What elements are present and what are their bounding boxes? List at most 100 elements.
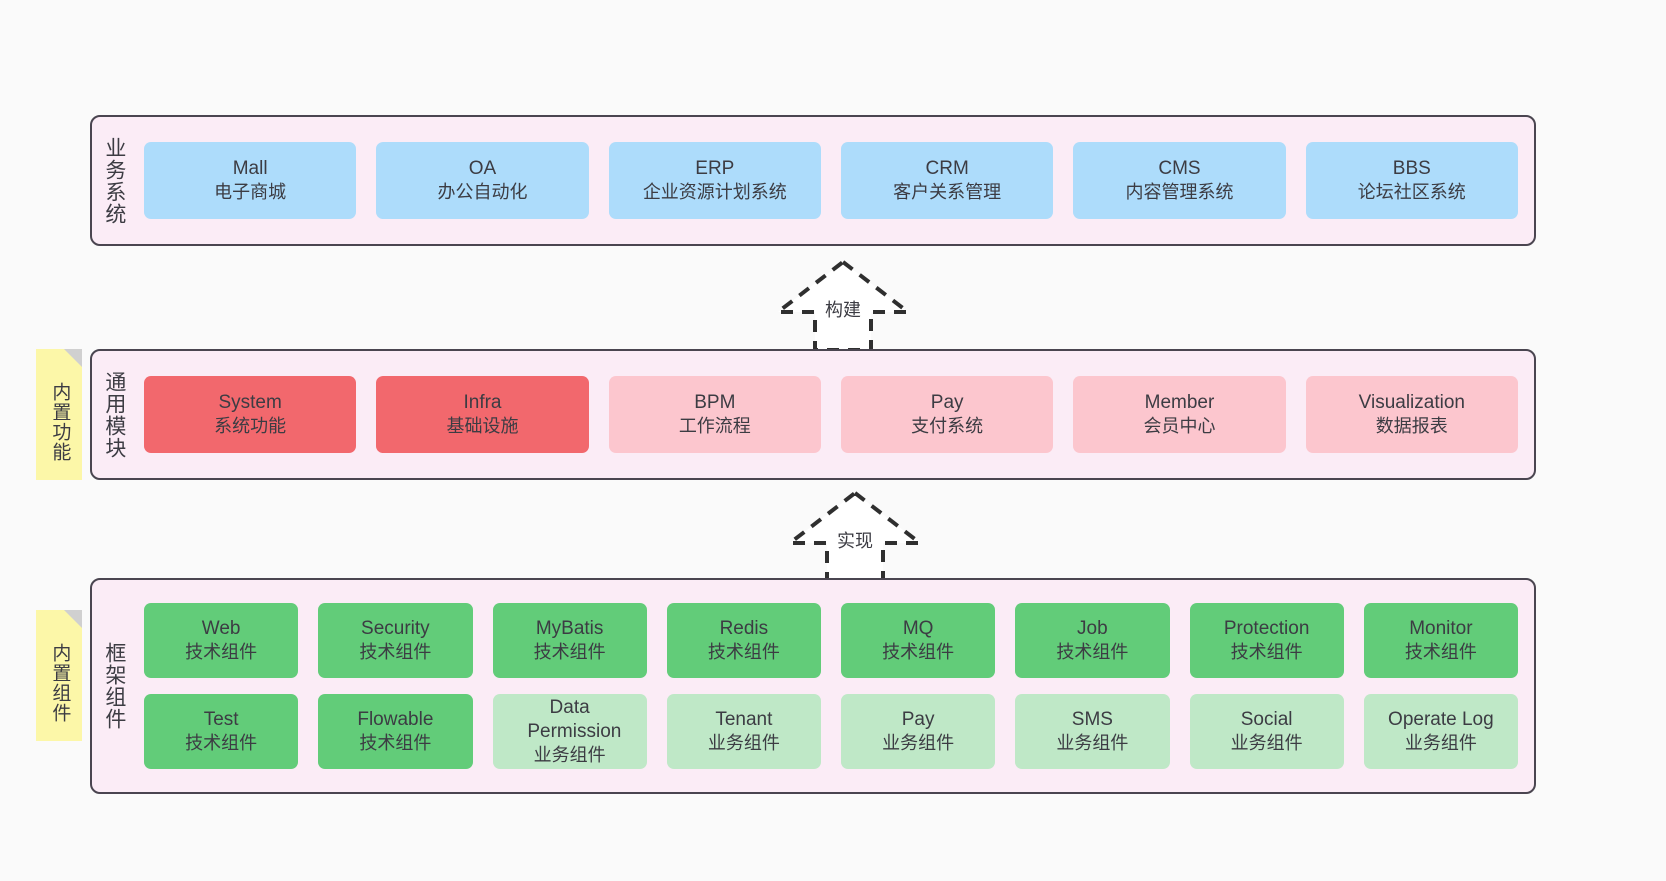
- card-flowable[interactable]: Flowable 技术组件: [318, 694, 473, 769]
- card-cms[interactable]: CMS 内容管理系统: [1073, 142, 1286, 219]
- card-visualization-en: Visualization: [1358, 392, 1465, 414]
- card-mq-cn: 技术组件: [882, 642, 955, 663]
- card-redis[interactable]: Redis 技术组件: [666, 603, 821, 678]
- card-bbs[interactable]: BBS 论坛社区系统: [1305, 142, 1518, 219]
- card-erp-cn: 企业资源计划系统: [642, 182, 787, 203]
- card-test[interactable]: Test 技术组件: [144, 694, 299, 769]
- card-tenant[interactable]: Tenant 业务组件: [666, 694, 821, 769]
- card-system[interactable]: System 系统功能: [144, 376, 357, 453]
- card-oa-en: OA: [468, 158, 497, 180]
- arrow-implement: 实现: [770, 489, 940, 585]
- card-mq-en: MQ: [902, 618, 934, 640]
- card-crm-cn: 客户关系管理: [893, 182, 1002, 203]
- card-visualization-cn: 数据报表: [1375, 416, 1448, 437]
- sticky-note-builtin-components: 内置组件: [36, 610, 82, 741]
- card-protection-cn: 技术组件: [1230, 642, 1303, 663]
- card-mall-en: Mall: [232, 158, 268, 180]
- layer-title-business-systems: 业务系统: [102, 136, 126, 225]
- card-data-permission-cn: 业务组件: [533, 745, 606, 766]
- framework-card-row-business: Test 技术组件 Flowable 技术组件 Data Permission …: [144, 694, 1518, 769]
- sticky-fold-icon: [64, 610, 82, 628]
- card-web[interactable]: Web 技术组件: [144, 603, 299, 678]
- card-protection-en: Protection: [1223, 618, 1310, 640]
- card-operate-log-en: Operate Log: [1388, 709, 1494, 731]
- layer-common-modules: 通用模块 System 系统功能 Infra 基础设施 BPM 工作流程 Pay…: [90, 349, 1536, 480]
- card-data-permission-en: Data Permission: [527, 697, 622, 743]
- card-system-cn: 系统功能: [214, 416, 287, 437]
- common-cards-container: System 系统功能 Infra 基础设施 BPM 工作流程 Pay 支付系统…: [136, 351, 1534, 478]
- card-security-cn: 技术组件: [359, 642, 432, 663]
- layer-business-systems: 业务系统 Mall 电子商城 OA 办公自动化 ERP 企业资源计划系统 CRM…: [90, 115, 1536, 246]
- card-cms-cn: 内容管理系统: [1125, 182, 1234, 203]
- card-test-en: Test: [203, 709, 239, 731]
- card-infra-cn: 基础设施: [446, 416, 519, 437]
- card-bbs-cn: 论坛社区系统: [1357, 182, 1466, 203]
- card-monitor-en: Monitor: [1409, 618, 1473, 640]
- card-member-cn: 会员中心: [1143, 416, 1216, 437]
- card-bpm-en: BPM: [694, 392, 736, 414]
- card-mall-cn: 电子商城: [214, 182, 287, 203]
- sticky-note-builtin-components-label: 内置组件: [49, 642, 71, 723]
- card-job[interactable]: Job 技术组件: [1015, 603, 1170, 678]
- card-flowable-en: Flowable: [357, 709, 434, 731]
- card-bpm[interactable]: BPM 工作流程: [608, 376, 821, 453]
- framework-cards-container: Web 技术组件 Security 技术组件 MyBatis 技术组件 Redi…: [136, 580, 1534, 792]
- card-member[interactable]: Member 会员中心: [1073, 376, 1286, 453]
- card-visualization[interactable]: Visualization 数据报表: [1305, 376, 1518, 453]
- business-cards-container: Mall 电子商城 OA 办公自动化 ERP 企业资源计划系统 CRM 客户关系…: [136, 117, 1534, 244]
- card-erp[interactable]: ERP 企业资源计划系统: [608, 142, 821, 219]
- business-card-row: Mall 电子商城 OA 办公自动化 ERP 企业资源计划系统 CRM 客户关系…: [144, 142, 1518, 219]
- card-cms-en: CMS: [1158, 158, 1201, 180]
- card-social[interactable]: Social 业务组件: [1189, 694, 1344, 769]
- card-monitor-cn: 技术组件: [1404, 642, 1477, 663]
- card-system-en: System: [218, 392, 282, 414]
- card-pay-component-cn: 业务组件: [882, 733, 955, 754]
- card-job-en: Job: [1077, 618, 1108, 640]
- card-sms-en: SMS: [1071, 709, 1113, 731]
- card-bbs-en: BBS: [1392, 158, 1431, 180]
- card-pay-module[interactable]: Pay 支付系统: [840, 376, 1054, 453]
- card-tenant-cn: 业务组件: [707, 733, 780, 754]
- card-sms[interactable]: SMS 业务组件: [1015, 694, 1170, 769]
- layer-framework-components: 框架组件 Web 技术组件 Security 技术组件 MyBatis 技术组件…: [90, 578, 1536, 794]
- card-sms-cn: 业务组件: [1056, 733, 1129, 754]
- card-pay-module-cn: 支付系统: [911, 416, 984, 437]
- layer-title-common-modules: 通用模块: [102, 370, 126, 459]
- layer-title-framework-components: 框架组件: [102, 642, 126, 730]
- card-erp-en: ERP: [695, 158, 735, 180]
- card-protection[interactable]: Protection 技术组件: [1189, 603, 1344, 678]
- card-oa-cn: 办公自动化: [437, 182, 528, 203]
- card-infra[interactable]: Infra 基础设施: [376, 376, 589, 453]
- card-test-cn: 技术组件: [185, 733, 258, 754]
- card-web-en: Web: [201, 618, 241, 640]
- card-social-en: Social: [1240, 709, 1293, 731]
- card-pay-component[interactable]: Pay 业务组件: [841, 694, 996, 769]
- card-operate-log-cn: 业务组件: [1404, 733, 1477, 754]
- card-security-en: Security: [361, 618, 430, 640]
- card-social-cn: 业务组件: [1230, 733, 1303, 754]
- card-operate-log[interactable]: Operate Log 业务组件: [1363, 694, 1518, 769]
- card-bpm-cn: 工作流程: [678, 416, 751, 437]
- card-crm[interactable]: CRM 客户关系管理: [840, 142, 1054, 219]
- card-flowable-cn: 技术组件: [359, 733, 432, 754]
- common-card-row: System 系统功能 Infra 基础设施 BPM 工作流程 Pay 支付系统…: [144, 376, 1518, 453]
- card-pay-component-en: Pay: [901, 709, 935, 731]
- card-monitor[interactable]: Monitor 技术组件: [1363, 603, 1518, 678]
- card-mq[interactable]: MQ 技术组件: [841, 603, 996, 678]
- card-mybatis-en: MyBatis: [535, 618, 604, 640]
- sticky-note-builtin-features-label: 内置功能: [49, 381, 71, 462]
- card-mybatis[interactable]: MyBatis 技术组件: [492, 603, 647, 678]
- card-data-permission[interactable]: Data Permission 业务组件: [492, 694, 647, 769]
- sticky-note-builtin-features: 内置功能: [36, 349, 82, 480]
- card-mybatis-cn: 技术组件: [533, 642, 606, 663]
- sticky-fold-icon: [64, 349, 82, 367]
- arrow-build: 构建: [758, 258, 928, 354]
- card-oa[interactable]: OA 办公自动化: [376, 142, 589, 219]
- card-web-cn: 技术组件: [185, 642, 258, 663]
- card-security[interactable]: Security 技术组件: [318, 603, 473, 678]
- card-mall[interactable]: Mall 电子商城: [144, 142, 357, 219]
- card-member-en: Member: [1144, 392, 1215, 414]
- card-redis-cn: 技术组件: [707, 642, 780, 663]
- card-infra-en: Infra: [463, 392, 502, 414]
